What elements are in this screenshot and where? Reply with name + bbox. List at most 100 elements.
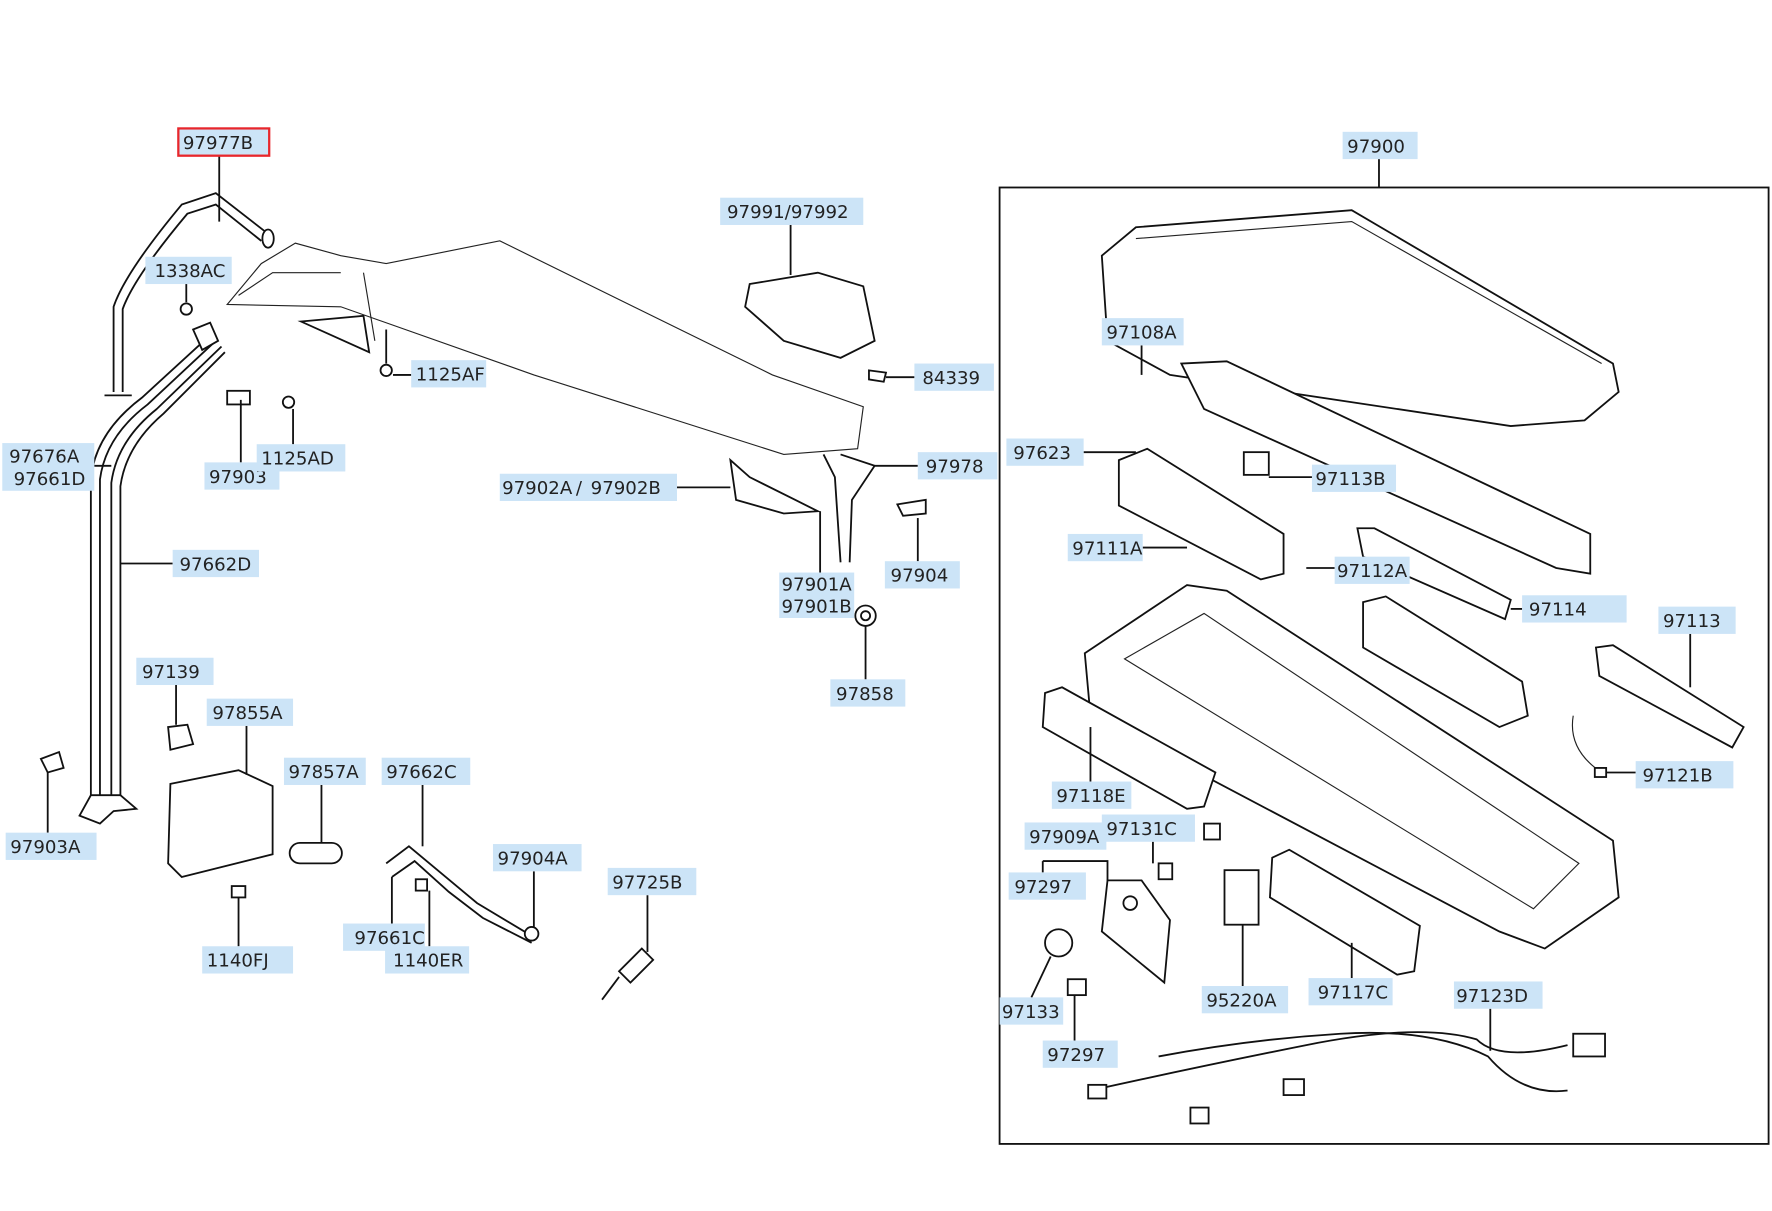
label-97904[interactable]: 97904 — [884, 561, 960, 589]
label-84339[interactable]: 84339 — [914, 363, 994, 391]
grommet-97858[interactable] — [854, 604, 877, 627]
label-text: 97978 — [926, 457, 984, 478]
label-text: 97902A — [502, 478, 573, 499]
bolt-1140FJ[interactable] — [230, 885, 247, 899]
label-97114[interactable]: 97114 — [1522, 595, 1627, 623]
label-1338AC[interactable]: 1338AC — [145, 256, 232, 285]
label-text: 97131C — [1106, 819, 1176, 840]
lamp-housing-right[interactable] — [1362, 595, 1529, 729]
hose-97662C[interactable] — [385, 845, 535, 944]
label-1140ER[interactable]: 1140ER — [385, 946, 470, 974]
label-97117C[interactable]: 97117C — [1308, 978, 1393, 1006]
label-text: 97139 — [142, 662, 200, 683]
harness-97123D[interactable] — [1087, 1031, 1606, 1125]
screw-84339[interactable] — [868, 369, 888, 383]
label-text: 97114 — [1529, 600, 1587, 621]
label-97662D[interactable]: 97662D — [172, 549, 259, 578]
label-97121B[interactable]: 97121B — [1635, 761, 1734, 789]
knob-97133[interactable] — [1044, 928, 1074, 958]
label-95220A[interactable]: 95220A — [1201, 986, 1289, 1014]
clip-97904[interactable] — [895, 498, 927, 517]
label-97623[interactable]: 97623 — [1006, 438, 1084, 466]
label-text: 97121B — [1643, 766, 1713, 787]
label-text: 1125AF — [416, 365, 485, 386]
label-97858[interactable]: 97858 — [830, 679, 906, 707]
relay-95220A[interactable] — [1223, 869, 1260, 926]
label-97909A[interactable]: 97909A — [1024, 822, 1107, 850]
cover-97991[interactable] — [744, 271, 876, 359]
cap-97139[interactable] — [167, 723, 195, 751]
label-97297-upper[interactable]: 97297 — [1008, 872, 1086, 900]
vent-97117C[interactable] — [1268, 848, 1421, 976]
bracket-97903[interactable] — [226, 389, 296, 409]
label-97118E[interactable]: 97118E — [1051, 781, 1132, 809]
socket-97113B[interactable] — [1242, 451, 1270, 476]
lamp-97111A[interactable] — [1117, 447, 1285, 581]
label-97855A[interactable]: 97855A — [206, 698, 294, 726]
label-1140FJ[interactable]: 1140FJ — [202, 946, 294, 974]
label-97139[interactable]: 97139 — [136, 657, 214, 686]
label-97662C[interactable]: 97662C — [381, 757, 471, 785]
label-text: / — [576, 478, 583, 499]
label-text: 97111A — [1072, 538, 1143, 559]
clip-1338AC[interactable] — [179, 302, 220, 352]
label-text: 97662D — [179, 554, 251, 575]
label-97900[interactable]: 97900 — [1342, 131, 1418, 160]
label-97123D[interactable]: 97123D — [1453, 981, 1543, 1009]
selected-highlight — [177, 127, 271, 157]
pad-97857A[interactable] — [288, 841, 343, 865]
reservoir-assembly[interactable] — [225, 240, 864, 456]
clip-97903A[interactable] — [39, 750, 65, 774]
label-97133[interactable]: 97133 — [999, 997, 1064, 1025]
label-97991-97992[interactable]: 97991/97992 — [720, 197, 864, 225]
label-97113[interactable]: 97113 — [1658, 606, 1736, 634]
bracket-97902A[interactable] — [729, 457, 822, 515]
label-97112A[interactable]: 97112A — [1334, 556, 1410, 584]
label-97978[interactable]: 97978 — [917, 452, 998, 480]
label-97903A[interactable]: 97903A — [5, 832, 97, 860]
plate-97909A[interactable] — [1100, 879, 1171, 985]
label-text: 97118E — [1056, 786, 1125, 807]
label-97725B[interactable]: 97725B — [607, 867, 697, 896]
label-text: 1338AC — [154, 261, 225, 282]
lens-97114[interactable] — [1356, 527, 1512, 621]
bolt-1125AF[interactable] — [379, 363, 393, 377]
label-97661C[interactable]: 97661C — [343, 923, 425, 951]
label-text: 97112A — [1337, 561, 1408, 582]
label-text: 97901A — [781, 575, 852, 596]
hose-97901A[interactable] — [822, 453, 877, 563]
label-97111A[interactable]: 97111A — [1067, 533, 1143, 562]
label-text: 97977B — [183, 133, 253, 154]
label-97857A[interactable]: 97857A — [283, 757, 366, 785]
label-text: 97903 — [209, 467, 267, 488]
base-frame[interactable] — [1083, 584, 1620, 950]
wire-97121B[interactable] — [1571, 715, 1608, 778]
label-97108A[interactable]: 97108A — [1101, 318, 1184, 346]
label-97904A[interactable]: 97904A — [492, 844, 582, 872]
hose-97977B[interactable] — [104, 192, 275, 397]
switch-97297[interactable] — [1066, 978, 1087, 997]
hose-97662D[interactable] — [78, 334, 226, 825]
cover-97855A[interactable] — [167, 769, 274, 878]
label-text: 97858 — [836, 684, 894, 705]
label-1125AD[interactable]: 1125AD — [256, 444, 346, 472]
switch-97131C[interactable] — [1157, 822, 1221, 881]
label-97902A-97902B[interactable]: 97902A/97902B — [499, 473, 677, 501]
label-text: 97123D — [1456, 986, 1528, 1007]
lens-97113[interactable] — [1594, 644, 1745, 749]
label-text: 97900 — [1347, 136, 1405, 157]
label-97977B[interactable]: 97977B — [177, 127, 271, 157]
label-97131C[interactable]: 97131C — [1101, 814, 1195, 842]
label-text: 97857A — [289, 762, 360, 783]
label-1125AF[interactable]: 1125AF — [411, 360, 487, 388]
label-text: 97113 — [1663, 611, 1721, 632]
label-97113B[interactable]: 97113B — [1311, 464, 1397, 492]
pump-97725B[interactable] — [601, 947, 655, 1001]
label-97297-lower[interactable]: 97297 — [1042, 1040, 1118, 1068]
label-text: 97676A — [9, 446, 80, 467]
vent-97118E[interactable] — [1041, 686, 1217, 810]
clip-97904A[interactable] — [523, 926, 540, 942]
